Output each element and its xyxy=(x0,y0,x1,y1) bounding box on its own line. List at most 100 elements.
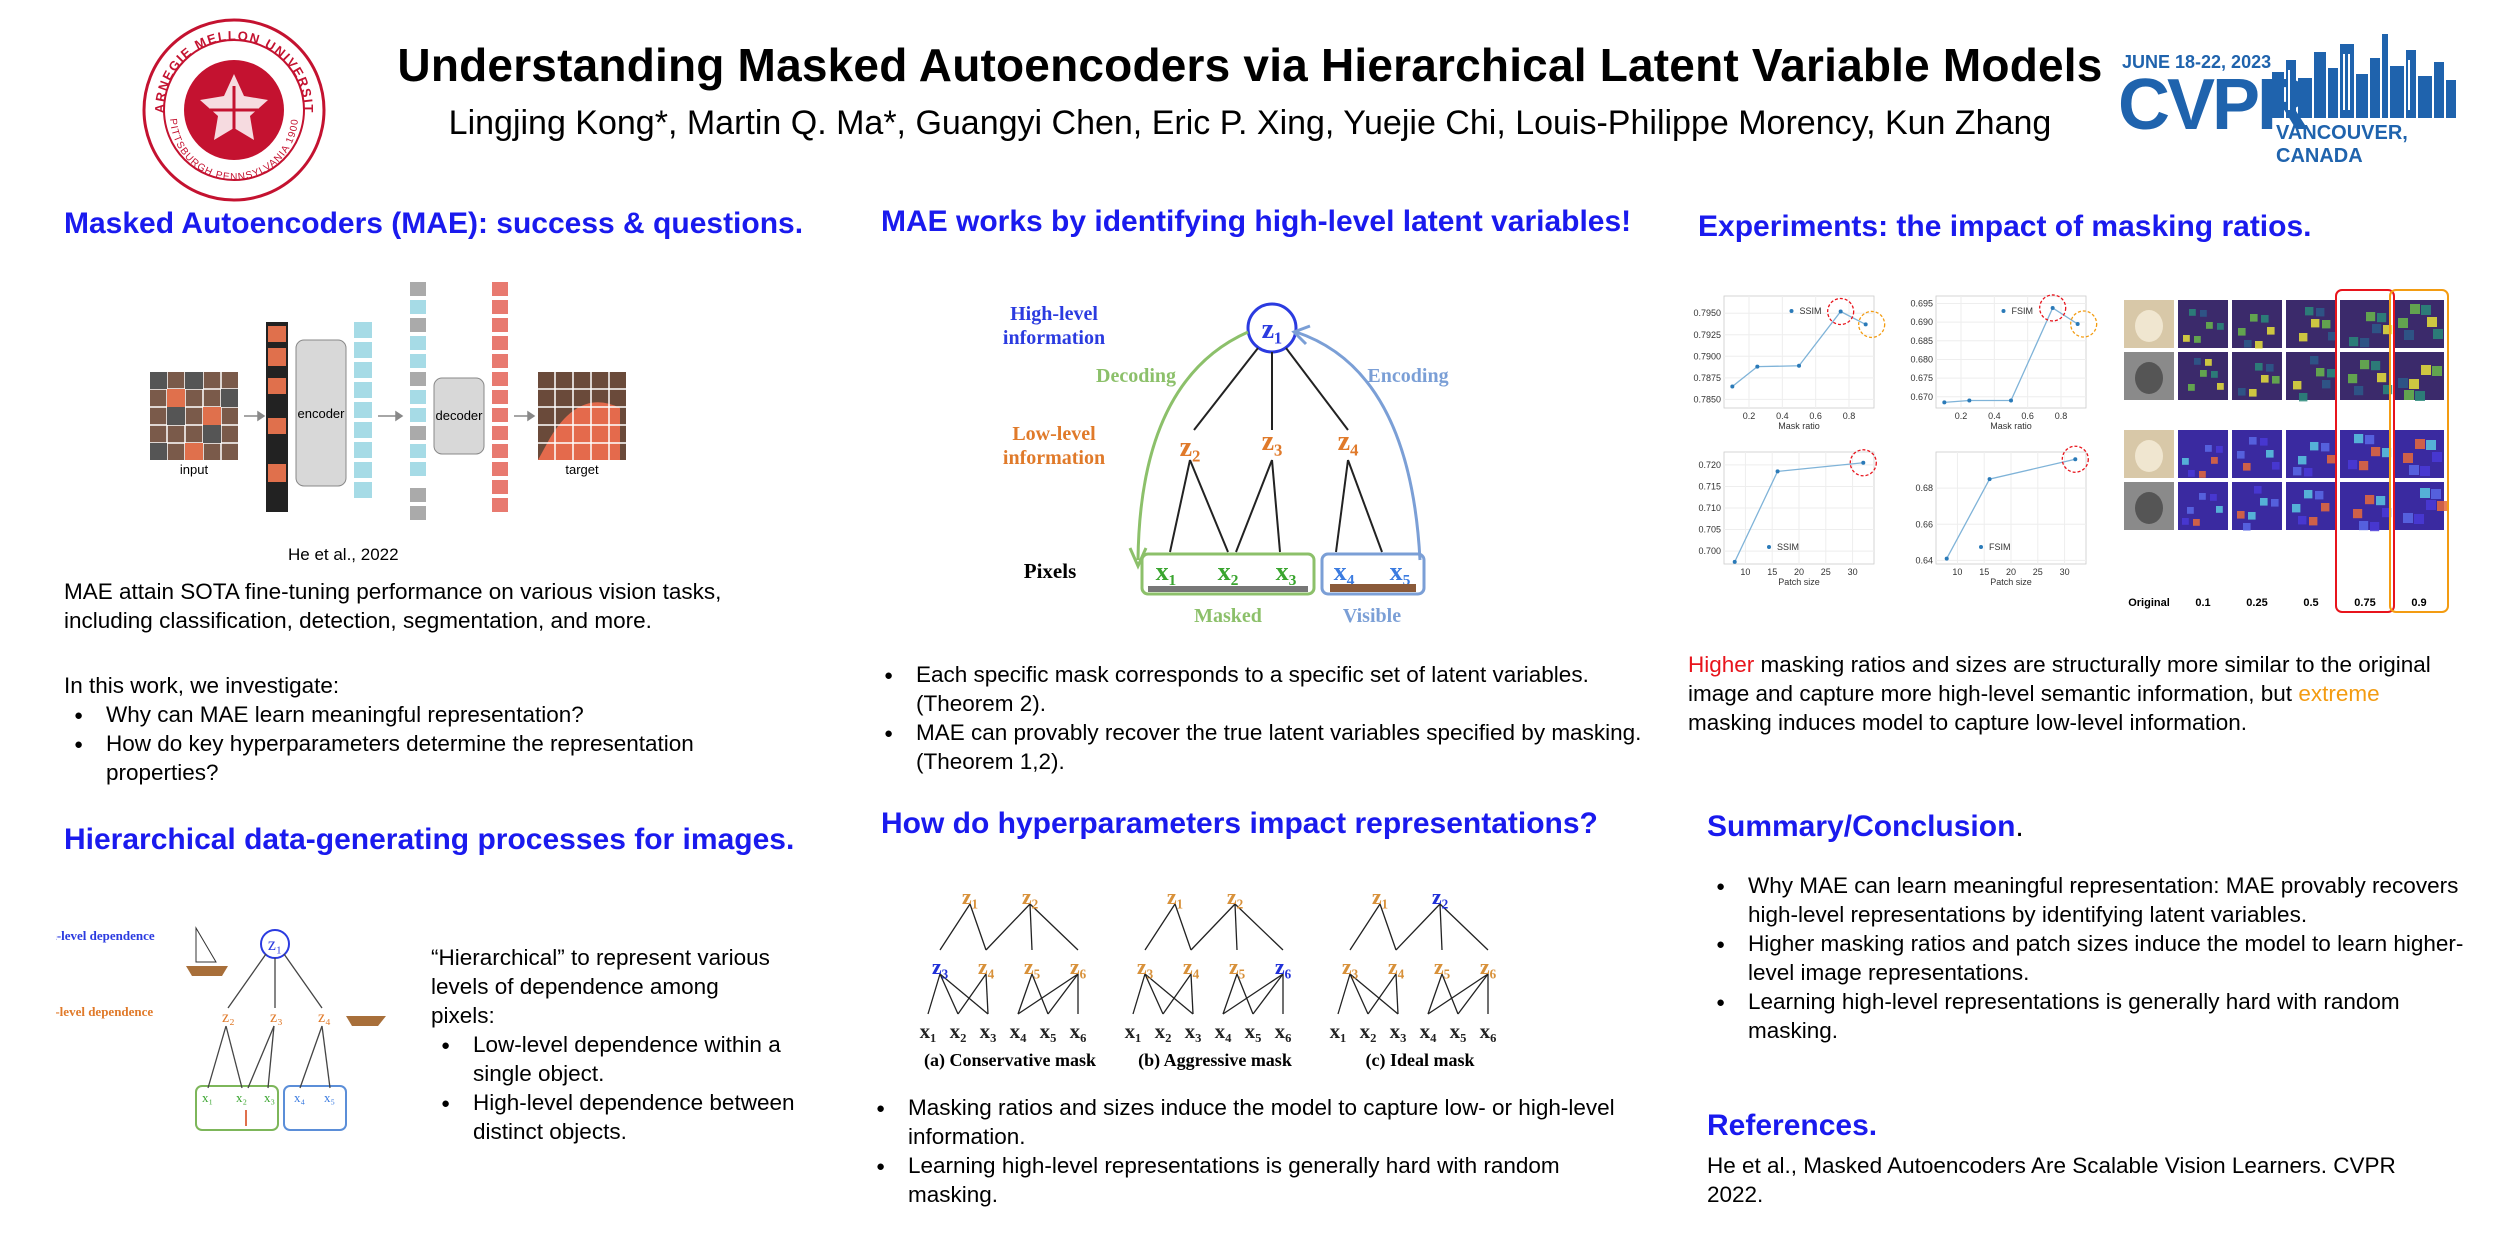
heatmap-blob xyxy=(2322,380,2331,389)
hyperparameter-list: Masking ratios and sizes induce the mode… xyxy=(866,1093,1628,1209)
heatmap-blob xyxy=(2255,363,2263,371)
heatmap-blob xyxy=(2249,389,2257,397)
data-point xyxy=(1987,477,1992,482)
decoded-tokens-column xyxy=(492,282,508,512)
y-tick-label: 0.705 xyxy=(1698,525,1721,535)
heatmap-blob xyxy=(2327,369,2336,378)
fig1-decoder-label: decoder xyxy=(436,408,484,423)
heatmap-blob xyxy=(2354,386,2364,396)
mask-caption: (b) Aggressive mask xyxy=(1138,1050,1292,1071)
heatmap-blob xyxy=(2360,360,2370,370)
heatmap-cell xyxy=(2178,430,2228,478)
heatmap-blob xyxy=(2199,471,2206,478)
extreme-highlight: extreme xyxy=(2298,681,2380,706)
heatmap-blob xyxy=(2433,329,2443,339)
list-item: Learning high-level representations is g… xyxy=(1716,987,2478,1045)
x-axis-label: Mask ratio xyxy=(1990,421,2032,431)
mae-sota-paragraph: MAE attain SOTA fine-tuning performance … xyxy=(64,579,722,633)
y-tick-label: 0.670 xyxy=(1910,392,1933,402)
data-point xyxy=(1944,556,1949,561)
data-point xyxy=(1730,384,1735,389)
list-item: Learning high-level representations is g… xyxy=(876,1151,1628,1209)
data-point xyxy=(1863,322,1868,327)
heatmap-blob xyxy=(2272,376,2280,384)
x-tick-label: 0.2 xyxy=(1743,411,1756,421)
heatmap-blob xyxy=(2272,462,2280,470)
heatmap-blob xyxy=(2316,308,2325,317)
section-title-mae-success: Masked Autoencoders (MAE): success & que… xyxy=(64,207,804,240)
y-tick-label: 0.680 xyxy=(1910,354,1933,364)
heatmap-blob xyxy=(2183,335,2190,342)
list-item: Higher masking ratios and patch sizes in… xyxy=(1716,929,2478,987)
y-tick-label: 0.690 xyxy=(1910,317,1933,327)
heatmap-blob xyxy=(2420,466,2430,476)
x-tick-label: 0.6 xyxy=(1809,411,1822,421)
pixel-node: x₃ xyxy=(980,1019,997,1043)
legend-label: SSIM xyxy=(1777,542,1799,552)
latent-node: z₅ xyxy=(1229,954,1246,979)
grid-column-label: 0.5 xyxy=(2303,597,2318,609)
heatmap-blob xyxy=(2421,305,2431,315)
investigate-list: Why can MAE learn meaningful representat… xyxy=(64,700,806,787)
legend-marker xyxy=(1789,309,1794,313)
heatmap-blob xyxy=(2266,450,2274,458)
y-tick-label: 0.7925 xyxy=(1693,330,1721,340)
hierarchical-figure: High-level dependence Low-level dependen… xyxy=(29,910,426,1140)
pixel-node: x₄ xyxy=(1010,1019,1028,1043)
heatmap-blob xyxy=(2349,337,2359,347)
x-axis-label: Mask ratio xyxy=(1778,421,1820,431)
section-title-references: References. xyxy=(1707,1109,1878,1142)
legend-marker xyxy=(1979,545,1983,549)
section-title-mae-latent: MAE works by identifying high-level late… xyxy=(881,205,1632,238)
heatmap-blob xyxy=(2299,333,2308,342)
y-tick-label: 0.685 xyxy=(1910,336,1933,346)
heatmap-blob xyxy=(2182,518,2189,525)
heatmap-blob xyxy=(2328,332,2337,341)
svg-text:x₃: x₃ xyxy=(1276,557,1297,586)
heatmap-blob xyxy=(2311,319,2320,328)
heatmap-blob xyxy=(2200,310,2207,317)
heatmap-blob xyxy=(2210,494,2217,501)
heatmap-blob xyxy=(2353,509,2363,519)
heatmap-blob xyxy=(2189,309,2196,316)
heatmap-blob xyxy=(2188,470,2195,477)
svg-text:z₂: z₂ xyxy=(1180,432,1201,463)
pixel-node: x₅ xyxy=(1450,1019,1467,1043)
heatmap-blob xyxy=(2217,383,2224,390)
latent-node: z₆ xyxy=(1480,954,1497,979)
y-tick-label: 0.7850 xyxy=(1693,394,1721,404)
svg-text:x₅: x₅ xyxy=(1390,557,1411,586)
heatmap-blob xyxy=(2432,366,2442,376)
heatmap-blob xyxy=(2271,499,2279,507)
fig1-caption: He et al., 2022 xyxy=(288,545,399,564)
pixel-node: x₅ xyxy=(1245,1019,1262,1043)
fig-encoding-label: Encoding xyxy=(1367,365,1448,387)
legend-marker xyxy=(2001,309,2006,313)
highlight-box-orange xyxy=(2389,289,2449,613)
y-tick-label: 0.64 xyxy=(1915,555,1933,565)
heatmap-blob xyxy=(2250,314,2258,322)
heatmap-blob xyxy=(2366,312,2376,322)
higher-highlight: Higher xyxy=(1688,652,1755,677)
svg-text:z₁: z₁ xyxy=(268,934,282,954)
heatmap-blob xyxy=(2372,324,2382,334)
latent-node: z₁ xyxy=(1372,884,1388,909)
heatmap-blob xyxy=(2188,384,2195,391)
heatmap-blob xyxy=(2260,498,2268,506)
poster-title: Understanding Masked Autoencoders via Hi… xyxy=(397,39,2103,91)
x-tick-label: 0.6 xyxy=(2021,411,2034,421)
x-tick-label: 0.8 xyxy=(2055,411,2068,421)
heatmap-blob xyxy=(2255,341,2263,349)
latent-node: z₅ xyxy=(1434,954,1451,979)
section-title-experiments: Experiments: the impact of masking ratio… xyxy=(1698,210,2312,243)
list-item: MAE can provably recover the true latent… xyxy=(884,718,1676,776)
svg-text:x₅: x₅ xyxy=(324,1090,335,1105)
